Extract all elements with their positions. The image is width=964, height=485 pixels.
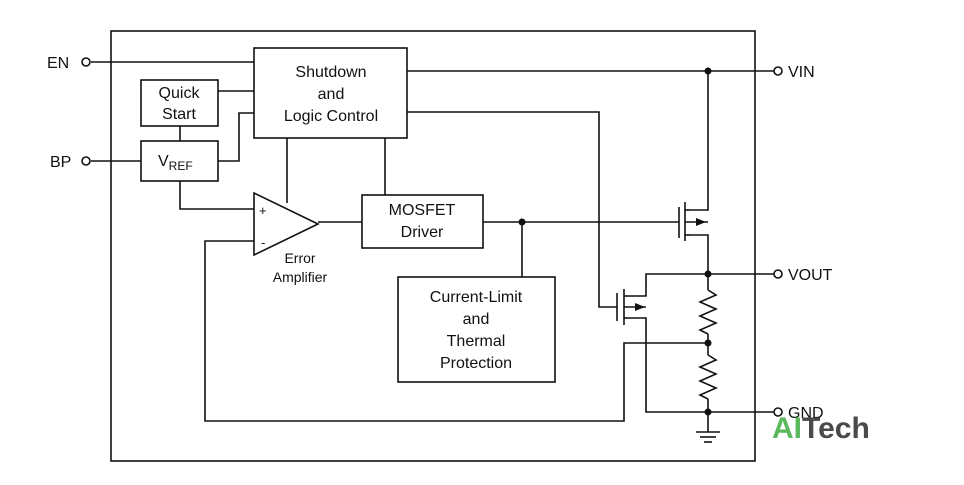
watermark-part2: Tech — [802, 412, 870, 445]
current-limit-block — [397, 276, 556, 383]
quick-start-block — [140, 79, 219, 127]
vref-shutdown-wire — [218, 112, 254, 162]
vref-sub: REF — [169, 159, 193, 173]
bp-pin-label: BP — [50, 154, 71, 171]
gnd-pin — [773, 407, 783, 417]
vin-pin-label: VIN — [788, 64, 815, 81]
climit-label-line4: Protection — [440, 355, 512, 372]
junction-vin — [704, 67, 712, 75]
driver-label-line2: Driver — [401, 224, 444, 241]
climit-label-line2: and — [463, 311, 490, 328]
amp-minus-sign: - — [261, 235, 265, 250]
shutdown-logic-block — [253, 47, 408, 139]
junction-feedback — [704, 339, 712, 347]
en-pin-label: EN — [47, 55, 69, 72]
resistor-upper — [698, 289, 718, 335]
junction-vout — [704, 270, 712, 278]
driver-label-line1: MOSFET — [389, 202, 456, 219]
shutdown-discharge-wire — [407, 111, 617, 308]
vref-amp-wire — [179, 181, 254, 210]
vref-main: V — [158, 153, 169, 170]
vin-drain-wire — [690, 71, 709, 211]
vout-pin — [773, 269, 783, 279]
pass-mosfet-icon — [678, 202, 708, 241]
junction-gate — [518, 218, 526, 226]
vref-label: VREF — [158, 153, 193, 173]
source-vout-wire — [690, 234, 709, 274]
error-amp-label-line2: Amplifier — [273, 269, 328, 285]
discharge-drain-wire — [628, 273, 708, 297]
vin-pin — [773, 66, 783, 76]
watermark-part1: AI — [772, 412, 802, 445]
gnd-pin-label: GND — [788, 405, 824, 422]
quick-start-label-line1: Quick — [159, 85, 201, 102]
vout-pin-label: VOUT — [788, 267, 833, 284]
shutdown-label-line1: Shutdown — [295, 64, 366, 81]
vref-block — [140, 140, 219, 182]
climit-label-line1: Current-Limit — [430, 289, 523, 306]
discharge-mosfet-icon — [616, 289, 646, 325]
shutdown-label-line3: Logic Control — [284, 108, 378, 125]
bp-pin — [81, 156, 91, 166]
quick-start-label-line2: Start — [162, 106, 196, 123]
error-amplifier-icon — [253, 191, 320, 257]
watermark-logo: AITech — [772, 412, 870, 445]
en-pin — [81, 57, 91, 67]
mosfet-driver-block — [361, 194, 484, 249]
shutdown-label-line2: and — [318, 86, 345, 103]
feedback-wire — [204, 240, 708, 422]
discharge-source-wire — [628, 317, 708, 413]
error-amp-label-line1: Error — [284, 250, 315, 266]
resistor-lower — [698, 354, 718, 400]
junction-gnd — [704, 408, 712, 416]
climit-label-line3: Thermal — [447, 333, 506, 350]
amp-plus-sign: + — [259, 203, 267, 218]
